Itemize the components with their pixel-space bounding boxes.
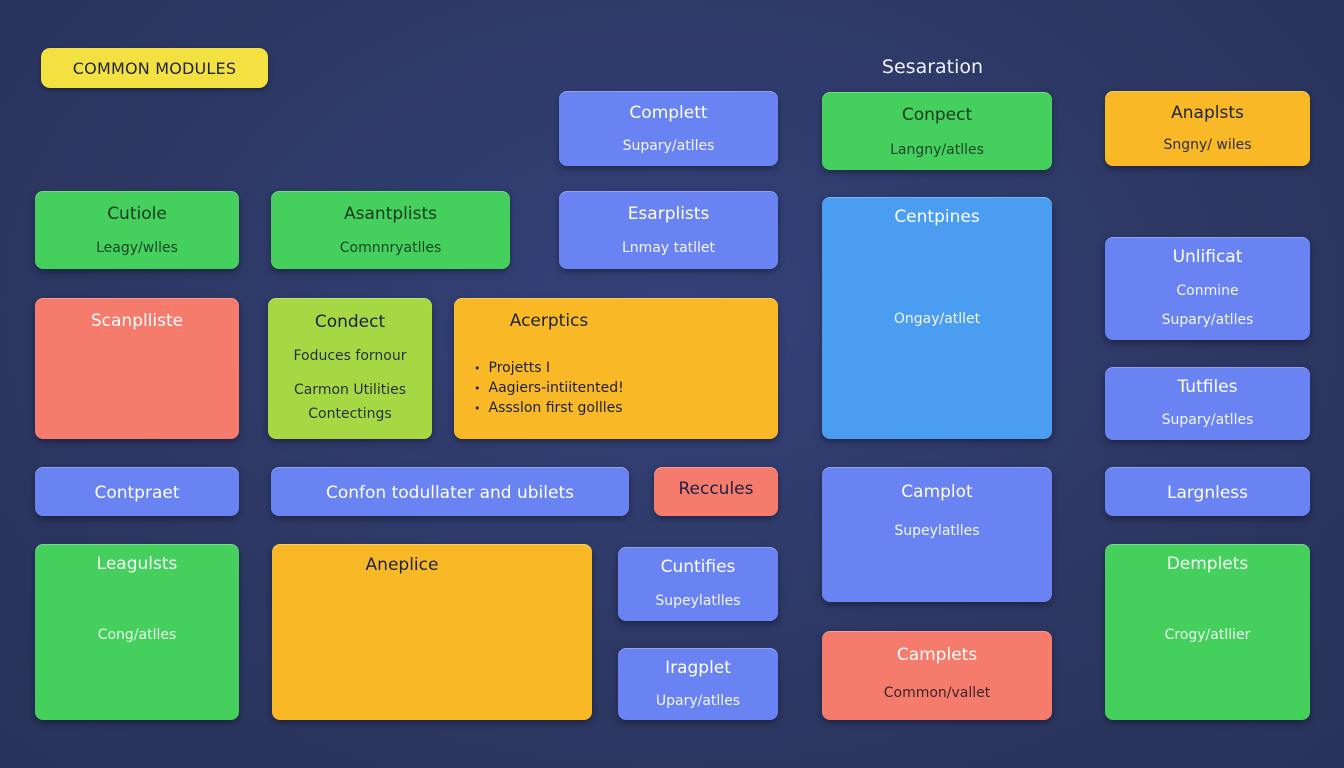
module-card-title: Cuntifies [660,557,736,577]
bullet-item: Projetts I [474,360,624,376]
module-card-scanplliste[interactable]: Scanplliste [35,298,239,439]
module-card-title: Acerptics [509,311,589,331]
module-card-subtitle: Supary/atlles [622,138,715,154]
module-card-subtitle: Upary/atlles [655,693,741,709]
module-card-anaplsts[interactable]: Anaplsts Sngny/ wiles [1105,91,1310,166]
bullet-item: Assslon first gollles [474,400,624,416]
module-card-title: Reccules [678,479,754,499]
module-card-title: Camplot [901,482,973,502]
module-card-subtitle: Leagy/wlles [96,240,178,256]
module-card-esarplists[interactable]: Esarplists Lnmay tatllet [559,191,778,269]
module-card-subtitle: Ongay/atllet [893,311,981,327]
module-card-line: Contectings [308,406,392,422]
module-card-confon[interactable]: Confon todullater and ubilets [271,467,629,516]
module-card-subtitle: Common/vallet [883,685,991,701]
module-card-title: Centpines [894,207,980,227]
common-modules-badge: COMMON MODULES [41,48,268,88]
bullet-item: Aagiers-intiitented! [474,380,624,396]
module-card-iragplet[interactable]: Iragplet Upary/atlles [618,648,778,720]
module-card-title: Aneplice [365,555,439,575]
module-card-reccules[interactable]: Reccules [654,467,778,516]
module-card-camplets[interactable]: Camplets Common/vallet [822,631,1052,720]
module-card-title: Demplets [1166,554,1249,574]
module-card-condect[interactable]: Condect Foduces fornour Carmon Utilities… [268,298,432,439]
module-card-subtitle: Supeylatlles [655,593,741,609]
module-card-subtitle: Sngny/ wiles [1163,137,1252,153]
module-card-subtitle: Crogy/atllier [1164,627,1251,643]
module-card-title: Asantplists [344,204,437,224]
module-card-subtitle: Supary/atlles [1161,312,1254,328]
module-card-tutfiles[interactable]: Tutfiles Supary/atlles [1105,367,1310,440]
module-card-title: Cutiole [107,204,167,224]
module-card-demplets[interactable]: Demplets Crogy/atllier [1105,544,1310,720]
common-modules-badge-label: COMMON MODULES [72,58,237,78]
module-card-line: Carmon Utilities [293,382,407,398]
module-card-title: Condect [314,312,386,332]
module-card-title: Scanplliste [90,311,184,331]
acerptics-bullet-list: Projetts I Aagiers-intiitented! Assslon … [474,360,624,420]
module-card-subtitle: Supeylatlles [894,523,980,539]
module-card-title: Anaplsts [1171,103,1244,123]
module-card-cutiole[interactable]: Cutiole Leagy/wlles [35,191,239,269]
module-card-asantplists[interactable]: Asantplists Comnnryatlles [271,191,510,269]
module-card-subtitle: Lnmay tatllet [621,240,716,256]
module-card-cuntifies[interactable]: Cuntifies Supeylatlles [618,547,778,621]
module-card-title: Largnless [1166,483,1249,503]
module-card-acerptics[interactable]: Acerptics Projetts I Aagiers-intiitented… [454,298,778,439]
module-card-title: Conpect [901,105,973,125]
module-card-contpraet[interactable]: Contpraet [35,467,239,516]
module-card-subtitle: Comnnryatlles [339,240,442,256]
module-card-largnless[interactable]: Largnless [1105,467,1310,516]
module-card-title: Complett [629,103,708,123]
module-card-subtitle: Cong/atlles [97,627,177,643]
module-card-complett[interactable]: Complett Supary/atlles [559,91,778,166]
module-card-title: Esarplists [627,204,710,224]
module-card-title: Leagulsts [96,554,178,574]
module-card-aneplice[interactable]: Aneplice [272,544,592,720]
module-card-title: Iragplet [665,658,731,678]
module-card-title: Confon todullater and ubilets [325,483,574,503]
module-card-title: Tutfiles [1177,377,1238,397]
module-card-title: Camplets [896,645,978,665]
module-card-leagulsts[interactable]: Leagulsts Cong/atlles [35,544,239,720]
module-card-conpect[interactable]: Conpect Langny/atlles [822,92,1052,170]
module-card-camplot[interactable]: Camplot Supeylatlles [822,467,1052,602]
module-card-subtitle: Langny/atlles [890,142,984,158]
module-card-line: Foduces fornour [293,348,407,364]
module-card-unlificat[interactable]: Unlificat Conmine Supary/atlles [1105,237,1310,340]
module-card-subtitle: Supary/atlles [1161,412,1254,428]
module-card-line: Conmine [1176,283,1239,299]
module-card-title: Unlificat [1172,247,1243,267]
module-card-centpines[interactable]: Centpines Ongay/atllet [822,197,1052,439]
section-label: Sesaration [881,56,984,78]
module-card-title: Contpraet [94,483,180,503]
